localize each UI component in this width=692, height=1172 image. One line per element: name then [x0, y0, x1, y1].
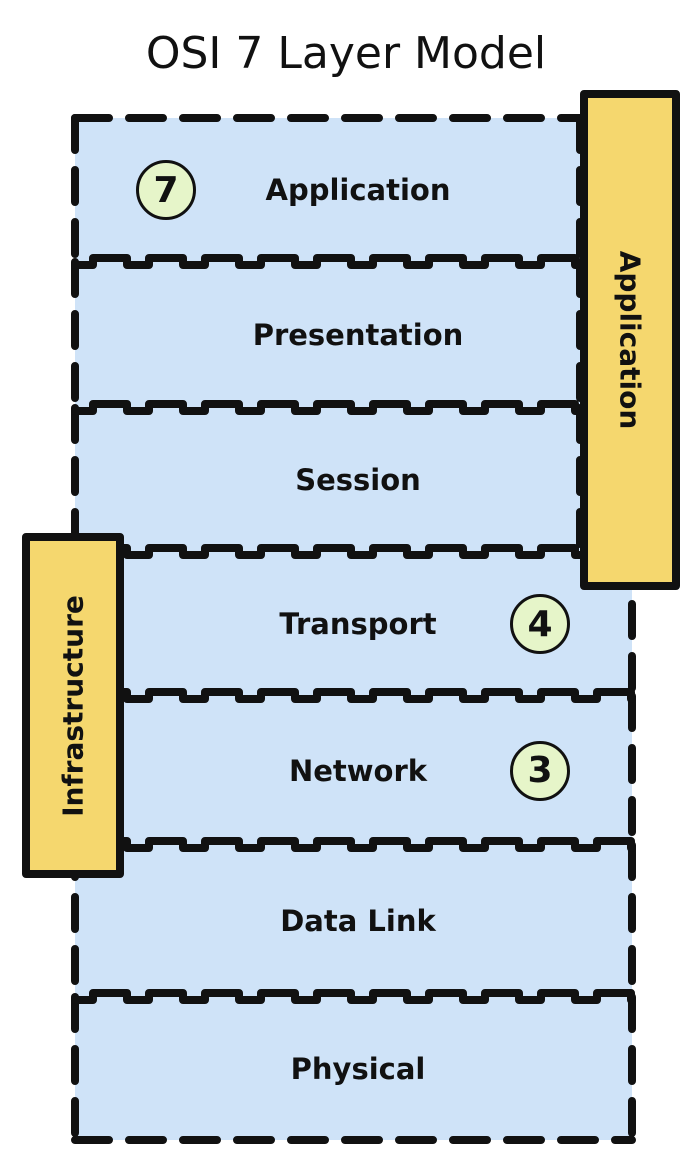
- layer-label-application: Application: [265, 173, 451, 207]
- layer-label-data-link: Data Link: [280, 904, 436, 938]
- layer-label-transport: Transport: [279, 607, 437, 641]
- layer-label-physical: Physical: [290, 1051, 426, 1086]
- layer-label-network: Network: [288, 753, 428, 788]
- group-label-infrastructure: Infrastructure: [56, 594, 90, 817]
- layer-separator-3: [71, 544, 636, 559]
- diagram-title: OSI 7 Layer Model: [145, 28, 547, 79]
- layer-band-6: [75, 262, 580, 408]
- layer-label-session: Session: [295, 463, 421, 497]
- layer-separator-5: [71, 837, 636, 852]
- layer-label-presentation: Presentation: [252, 318, 464, 352]
- group-box-infrastructure: Infrastructure: [22, 533, 124, 878]
- layer-separator-2: [71, 400, 584, 415]
- layer-band-1: [75, 997, 632, 1140]
- layer-number-badge-7: 7: [136, 160, 196, 220]
- layer-number-badge-4: 4: [510, 594, 570, 654]
- group-label-application: Application: [613, 250, 647, 430]
- layer-separator-4: [71, 688, 636, 703]
- layer-band-2: [75, 845, 632, 997]
- layer-separator-1: [71, 254, 584, 269]
- layer-separator-6: [71, 989, 636, 1004]
- group-box-application: Application: [580, 90, 680, 590]
- layer-number-badge-3: 3: [510, 740, 570, 801]
- layer-band-5: [75, 408, 580, 552]
